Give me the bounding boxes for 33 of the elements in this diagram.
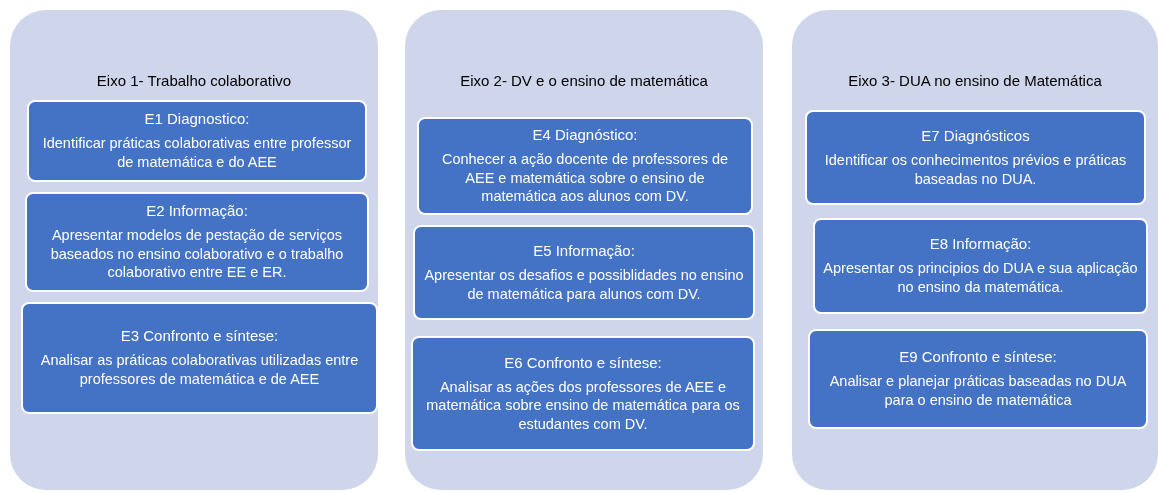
activity-title: E6 Confronto e síntese: xyxy=(503,353,663,371)
activity-description: Apresentar os principios do DUA e sua aplicação no ensino da matemática. xyxy=(823,259,1138,297)
activity-description: Conhecer a ação docente de professores de AEE e matemática sobre o ensino de matemática aos alunos com DV. xyxy=(440,150,730,206)
activity-title: E5 Informação: xyxy=(532,241,636,259)
activity-description: Analisar e planejar práticas baseadas no DUA para o ensino de matemática xyxy=(828,372,1128,410)
activity-box xyxy=(805,110,1146,205)
activity-title: E3 Confronto e síntese: xyxy=(119,327,280,345)
axis-heading: Eixo 2- DV e o ensino de matemática xyxy=(459,72,709,89)
activity-box xyxy=(417,117,753,215)
activity-description: Identificar os conhecimentos prévios e práticas baseadas no DUA. xyxy=(823,150,1128,189)
activity-title: E1 Diagnostico: xyxy=(143,110,251,128)
activity-title: E2 Informação: xyxy=(145,202,249,220)
axis-heading: Eixo 1- Trabalho colaborativo xyxy=(95,72,293,89)
axis-heading: Eixo 3- DUA no ensino de Matemática xyxy=(847,72,1103,89)
activity-box xyxy=(411,336,755,451)
activity-description: Apresentar modelos de pestação de serviços baseados no ensino colaborativo e o trabalho colaborativo entre EE e ER. xyxy=(49,226,345,282)
activity-box xyxy=(808,329,1148,429)
axis-panel xyxy=(405,10,763,490)
axis-panel xyxy=(10,10,378,490)
activity-box xyxy=(813,218,1148,314)
activity-description: Analisar as práticas colaborativas utilizadas entre professores de matemática e de AEE xyxy=(39,351,360,389)
activity-title: E8 Informação: xyxy=(928,235,1033,253)
activity-description: Identificar práticas colaborativas entre professor de matemática e do AEE xyxy=(41,134,353,172)
activity-box xyxy=(413,225,755,320)
activity-description: Analisar as ações dos professores de AEE e matemática sobre ensino de matemática para os estudantes com DV. xyxy=(425,377,741,434)
activity-box xyxy=(21,302,378,414)
activity-description: Apresentar os desafios e possiblidades no ensino de matemática para alunos com DV. xyxy=(423,265,745,304)
activity-title: E4 Diagnóstico: xyxy=(531,126,639,144)
activity-box xyxy=(25,192,369,292)
activity-box xyxy=(27,100,367,182)
axis-panel xyxy=(792,10,1158,490)
activity-title: E9 Confronto e síntese: xyxy=(898,348,1058,366)
activity-title: E7 Diagnósticos xyxy=(920,126,1031,144)
